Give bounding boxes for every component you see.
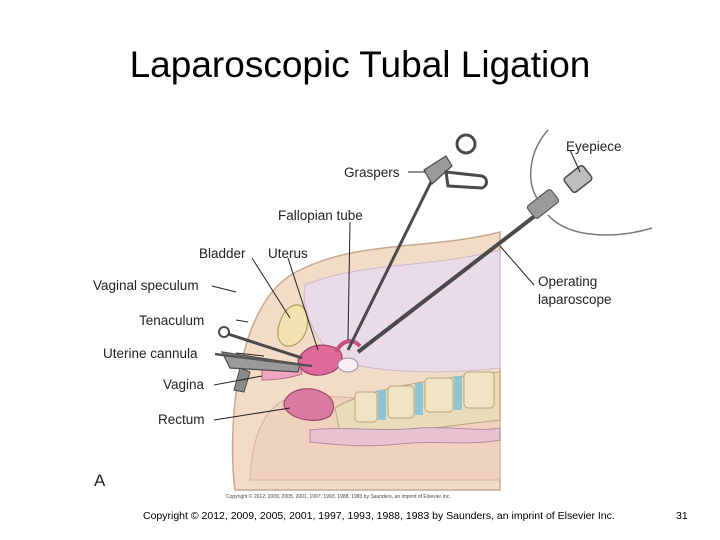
label-tenaculum: Tenaculum (139, 313, 204, 328)
label-bladder: Bladder (199, 246, 246, 261)
leader-uterus (287, 257, 319, 351)
tenaculum (227, 332, 303, 360)
tenaculum-ring (218, 326, 230, 338)
leader-operating-laparoscope (499, 245, 535, 286)
intervertebral-disc (378, 390, 386, 420)
label-eyepiece: Eyepiece (566, 139, 622, 154)
ovary (337, 357, 359, 373)
leader-uterine-cannula (235, 352, 265, 357)
leader-tenaculum (235, 319, 249, 323)
figure-copyright: Copyright © 2012, 2009, 2005, 2001, 1997… (226, 493, 451, 500)
leader-bladder (251, 257, 291, 319)
bladder (277, 304, 309, 347)
vertebra (424, 377, 454, 413)
fallopian-tube (334, 339, 362, 353)
leader-fallopian-tube (347, 221, 351, 341)
graspers-finger-loop (444, 170, 488, 190)
label-graspers: Graspers (344, 165, 400, 180)
leader-vagina (213, 375, 263, 386)
page-number: 31 (676, 510, 688, 522)
graspers-shaft (346, 179, 434, 351)
laparoscope-body (526, 189, 560, 219)
leader-rectum (213, 407, 291, 421)
leader-eyepiece (569, 149, 581, 173)
label-fallopian-tube: Fallopian tube (278, 208, 363, 223)
label-uterine-cannula: Uterine cannula (103, 346, 198, 361)
label-rectum: Rectum (158, 412, 205, 427)
vertebra (354, 391, 378, 423)
label-operating: Operating (538, 274, 597, 289)
laparoscope-shaft (356, 210, 542, 354)
leader-vaginal-speculum (211, 285, 237, 293)
light-cable (547, 214, 653, 236)
light-cable (529, 129, 549, 201)
label-vagina: Vagina (163, 377, 205, 392)
graspers-thumb-ring (455, 133, 477, 155)
vertebra (463, 371, 495, 409)
intervertebral-disc (454, 376, 462, 410)
label-uterus: Uterus (268, 246, 308, 261)
figure-panel-letter: A (94, 471, 106, 490)
label-laparoscope: laparoscope (538, 292, 612, 307)
label-vaginal-speculum: Vaginal speculum (93, 278, 199, 293)
footer-copyright: Copyright © 2012, 2009, 2005, 2001, 1997… (143, 510, 615, 522)
bowel-loop (309, 427, 501, 447)
vertebra (387, 385, 415, 419)
graspers-body (423, 155, 453, 185)
intervertebral-disc (415, 383, 423, 415)
uterine-cannula (214, 352, 313, 368)
slide-title: Laparoscopic Tubal Ligation (129, 44, 591, 85)
eyepiece (563, 164, 593, 194)
